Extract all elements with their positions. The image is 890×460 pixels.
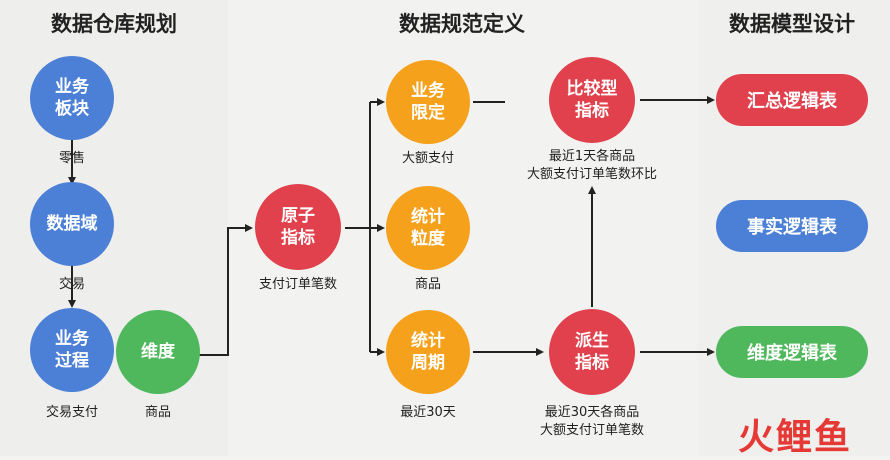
granularity-product-caption: 商品 (414, 277, 442, 292)
retail-caption: 零售 (58, 151, 86, 166)
summary-table-label: 汇总逻辑表 (747, 91, 837, 112)
derived-metric-node: 派生 指标 (549, 309, 635, 395)
fact-table-node: 事实逻辑表 (716, 200, 868, 252)
business-sector-label: 业务 板块 (55, 77, 89, 119)
trade-payment-caption: 交易支付 (45, 405, 99, 420)
stat-period-label: 统计 周期 (411, 331, 445, 373)
derived-desc-caption: 最近30天各商品 大额支付订单笔数 (539, 405, 645, 438)
dimension-table-node: 维度逻辑表 (716, 326, 868, 378)
heading-model: 数据模型设计 (729, 12, 855, 36)
comparative-desc-caption: 最近1天各商品 大额支付订单笔数环比 (526, 149, 658, 182)
brand-logo: 火鲤鱼 (738, 417, 853, 458)
heading-planning: 数据仓库规划 (51, 12, 177, 36)
comparative-metric-label: 比较型 指标 (566, 79, 618, 121)
data-domain-label: 数据域 (46, 214, 98, 234)
trade-caption: 交易 (58, 277, 86, 292)
fact-table-label: 事实逻辑表 (747, 217, 837, 238)
business-process-node: 业务 过程 (30, 308, 114, 392)
stat-period-node: 统计 周期 (386, 310, 470, 394)
arrow-dimension-to-atomic (198, 224, 253, 356)
payment-order-count-caption: 支付订单笔数 (258, 277, 338, 292)
dimension-node: 维度 (116, 310, 200, 394)
business-scope-label: 业务 限定 (411, 81, 445, 123)
business-process-label: 业务 过程 (55, 329, 89, 371)
business-scope-node: 业务 限定 (386, 60, 470, 144)
heading-definition: 数据规范定义 (399, 12, 525, 36)
summary-table-node: 汇总逻辑表 (716, 74, 868, 126)
large-payment-caption: 大额支付 (401, 151, 455, 166)
stat-granularity-node: 统计 粒度 (386, 186, 470, 270)
data-domain-node: 数据域 (30, 182, 114, 266)
last-30-days-caption: 最近30天 (400, 405, 456, 420)
dimension-table-label: 维度逻辑表 (747, 343, 837, 364)
atomic-metric-label: 原子 指标 (281, 206, 315, 248)
stat-granularity-label: 统计 粒度 (411, 207, 445, 249)
comparative-metric-node: 比较型 指标 (549, 57, 635, 143)
derived-metric-label: 派生 指标 (575, 331, 609, 373)
atomic-metric-node: 原子 指标 (255, 184, 341, 270)
business-sector-node: 业务 板块 (30, 56, 114, 140)
dimension-label: 维度 (141, 342, 175, 362)
product-caption: 商品 (144, 405, 172, 420)
